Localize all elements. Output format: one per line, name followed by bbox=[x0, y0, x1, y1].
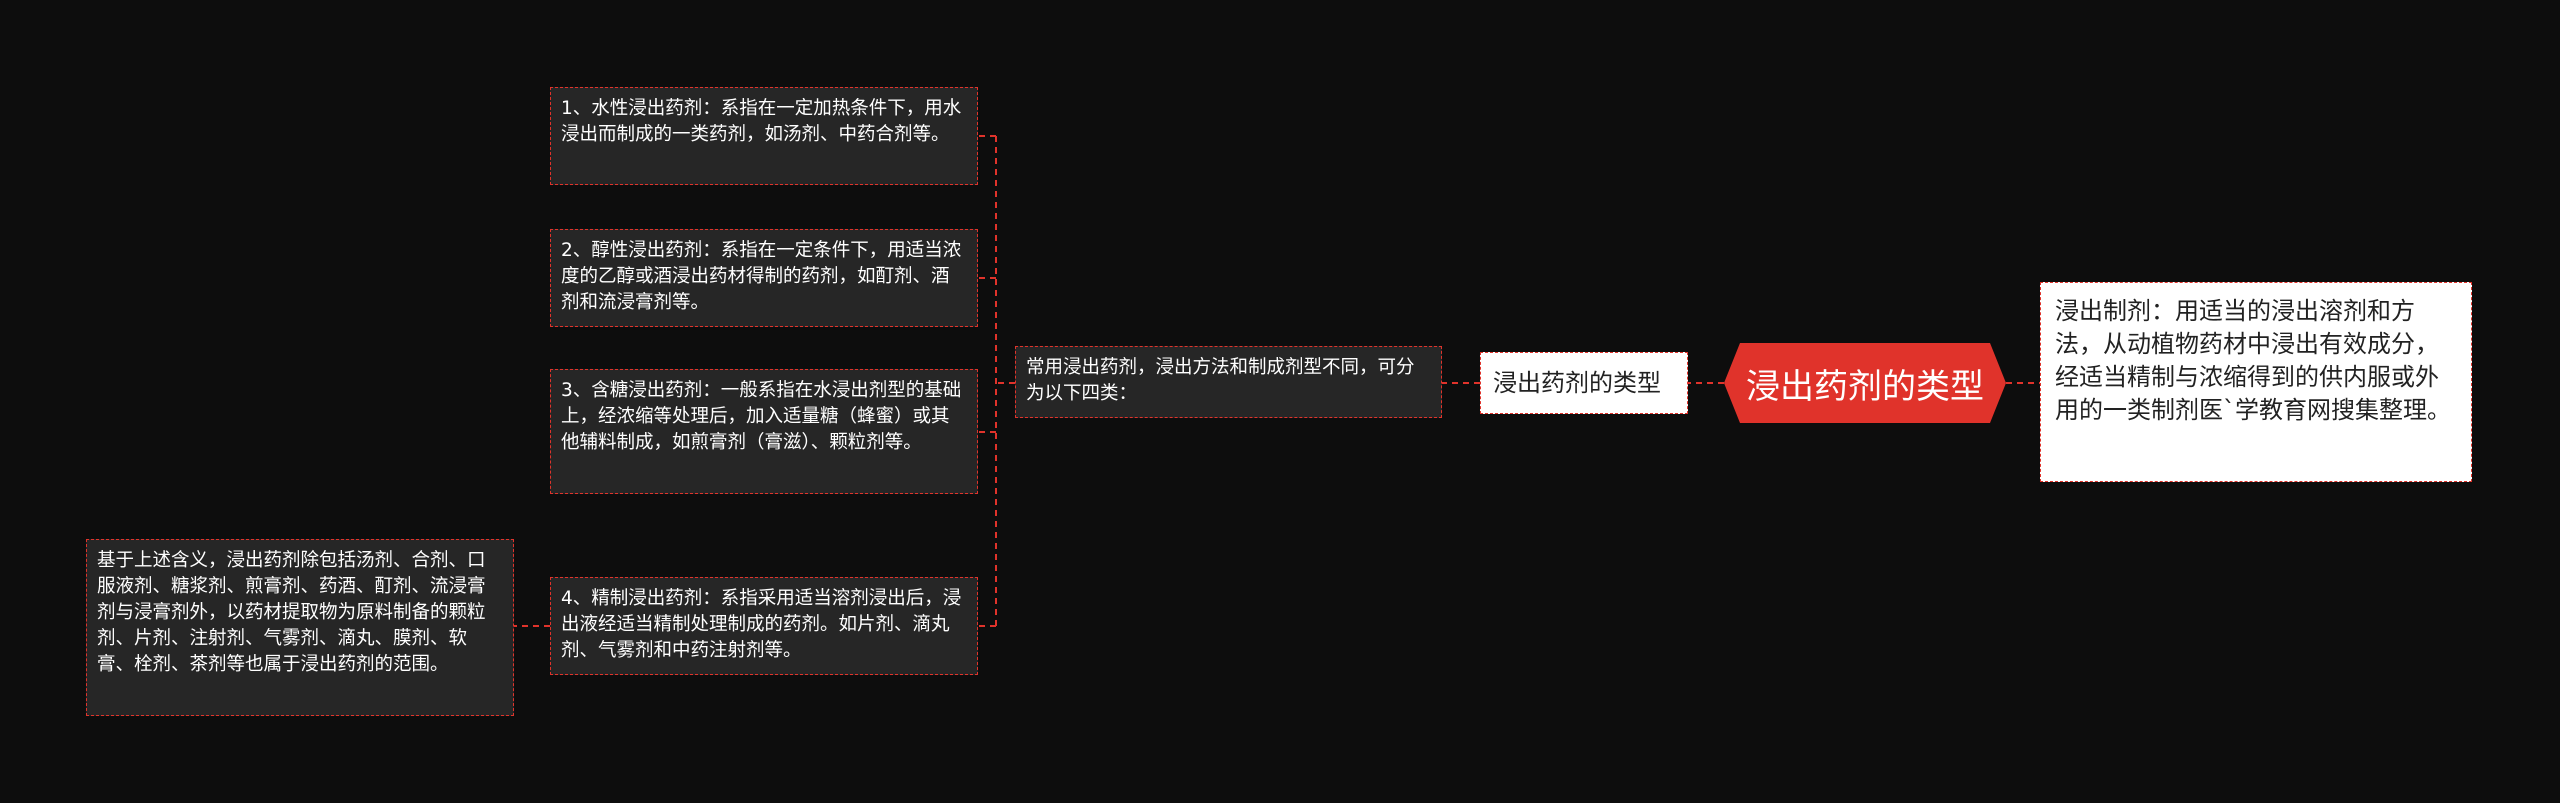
definition-text: 浸出制剂：用适当的浸出溶剂和方法，从动植物药材中浸出有效成分，经适当精制与浓缩得… bbox=[2055, 297, 2451, 424]
central-topic-title: 浸出药剂的类型 bbox=[1746, 366, 1984, 407]
item-text-3: 3、含糖浸出药剂：一般系指在水浸出剂型的基础上，经浓缩等处理后，加入适量糖（蜂蜜… bbox=[561, 380, 962, 453]
item-text-4: 4、精制浸出药剂：系指采用适当溶剂浸出后，浸出液经适当精制处理制成的药剂。如片剂… bbox=[561, 588, 962, 661]
central-topic[interactable]: 浸出药剂的类型 bbox=[1724, 343, 2006, 423]
item-node-2[interactable]: 2、醇性浸出药剂：系指在一定条件下，用适当浓度的乙醇或酒浸出药材得制的药剂，如酊… bbox=[550, 229, 978, 327]
item-text-1: 1、水性浸出药剂：系指在一定加热条件下，用水浸出而制成的一类药剂，如汤剂、中药合… bbox=[561, 98, 962, 145]
types-label-node[interactable]: 浸出药剂的类型 bbox=[1480, 352, 1688, 414]
definition-node[interactable]: 浸出制剂：用适当的浸出溶剂和方法，从动植物药材中浸出有效成分，经适当精制与浓缩得… bbox=[2040, 282, 2472, 482]
note-node[interactable]: 基于上述含义，浸出药剂除包括汤剂、合剂、口服液剂、糖浆剂、煎膏剂、药酒、酊剂、流… bbox=[86, 539, 514, 716]
summary-node[interactable]: 常用浸出药剂，浸出方法和制成剂型不同，可分为以下四类： bbox=[1015, 346, 1442, 418]
note-text: 基于上述含义，浸出药剂除包括汤剂、合剂、口服液剂、糖浆剂、煎膏剂、药酒、酊剂、流… bbox=[97, 550, 486, 675]
central-hexagon-shape bbox=[1724, 343, 2006, 423]
summary-text: 常用浸出药剂，浸出方法和制成剂型不同，可分为以下四类： bbox=[1026, 357, 1415, 404]
item-node-3[interactable]: 3、含糖浸出药剂：一般系指在水浸出剂型的基础上，经浓缩等处理后，加入适量糖（蜂蜜… bbox=[550, 369, 978, 494]
types-label-text: 浸出药剂的类型 bbox=[1493, 369, 1661, 397]
item-node-4[interactable]: 4、精制浸出药剂：系指采用适当溶剂浸出后，浸出液经适当精制处理制成的药剂。如片剂… bbox=[550, 577, 978, 675]
item-node-1[interactable]: 1、水性浸出药剂：系指在一定加热条件下，用水浸出而制成的一类药剂，如汤剂、中药合… bbox=[550, 87, 978, 185]
item-text-2: 2、醇性浸出药剂：系指在一定条件下，用适当浓度的乙醇或酒浸出药材得制的药剂，如酊… bbox=[561, 240, 962, 313]
